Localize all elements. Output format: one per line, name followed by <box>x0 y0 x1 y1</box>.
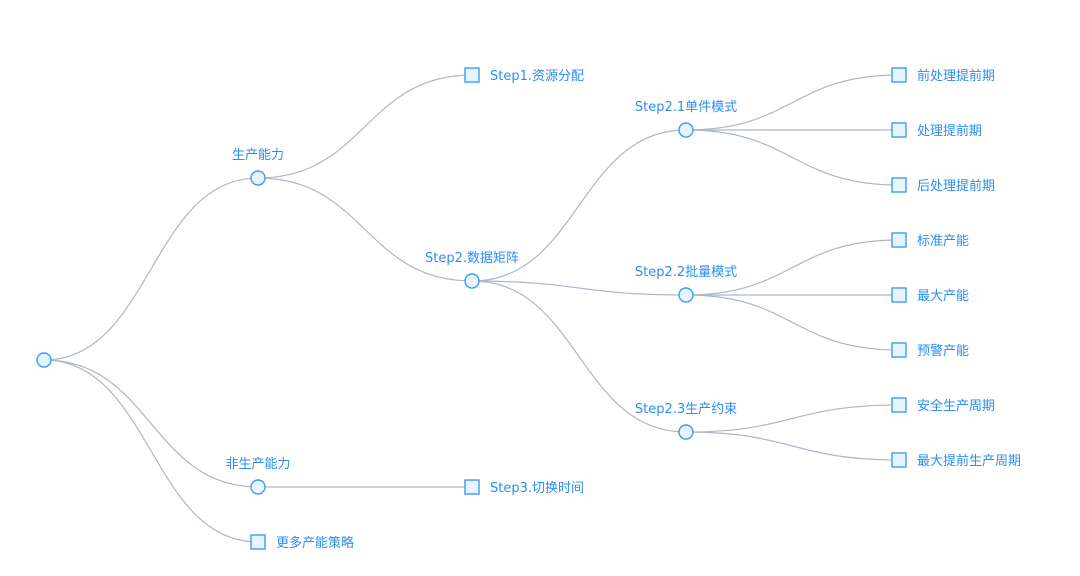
leaf-node[interactable]: 后处理提前期 <box>891 177 995 194</box>
leaf-node[interactable]: 处理提前期 <box>891 122 982 139</box>
leaf-square-icon[interactable] <box>891 287 907 303</box>
leaf-square-icon[interactable] <box>464 67 480 83</box>
leaf-square-icon[interactable] <box>891 452 907 468</box>
tree-link <box>471 280 687 296</box>
branch-node[interactable] <box>36 352 52 368</box>
node-label: Step1.资源分配 <box>490 69 584 84</box>
leaf-node[interactable]: 前处理提前期 <box>891 67 995 84</box>
node-label: 最大产能 <box>917 289 969 304</box>
leaf-square-icon[interactable] <box>891 232 907 248</box>
branch-node[interactable]: 生产能力 <box>232 148 284 186</box>
tree-link <box>257 177 473 282</box>
expand-circle-icon[interactable] <box>250 170 266 186</box>
branch-node[interactable]: 非生产能力 <box>225 457 291 495</box>
tree-link <box>257 74 473 179</box>
expand-circle-icon[interactable] <box>678 424 694 440</box>
tree-link <box>685 74 900 131</box>
node-label: Step3.切换时间 <box>490 481 584 496</box>
node-label: Step2.3生产约束 <box>635 402 737 417</box>
tree-link <box>685 129 900 186</box>
tree-link <box>43 177 259 361</box>
leaf-square-icon[interactable] <box>891 67 907 83</box>
tree-link <box>685 431 900 461</box>
node-label: 更多产能策略 <box>276 535 354 551</box>
tree-link <box>471 280 687 433</box>
leaf-node[interactable]: 安全生产周期 <box>891 397 995 414</box>
node-label: 标准产能 <box>917 234 969 249</box>
leaf-square-icon[interactable] <box>891 177 907 193</box>
expand-circle-icon[interactable] <box>464 273 480 289</box>
expand-circle-icon[interactable] <box>678 122 694 138</box>
node-label: Step2.2批量模式 <box>635 265 737 280</box>
node-label: 后处理提前期 <box>917 178 995 194</box>
branch-node[interactable]: Step2.数据矩阵 <box>425 251 519 289</box>
leaf-square-icon[interactable] <box>891 397 907 413</box>
expand-circle-icon[interactable] <box>250 479 266 495</box>
leaf-square-icon[interactable] <box>891 122 907 138</box>
tree-link <box>43 359 259 488</box>
node-label: 生产能力 <box>232 148 284 163</box>
leaf-square-icon[interactable] <box>250 534 266 550</box>
leaf-square-icon[interactable] <box>891 342 907 358</box>
leaf-square-icon[interactable] <box>464 479 480 495</box>
node-label: 前处理提前期 <box>917 68 995 84</box>
leaf-node[interactable]: 预警产能 <box>891 342 969 359</box>
leaf-node[interactable]: 更多产能策略 <box>250 534 354 551</box>
node-label: Step2.1单件模式 <box>635 100 737 115</box>
tree-link <box>471 129 687 282</box>
branch-node[interactable]: Step2.3生产约束 <box>635 402 737 440</box>
tree-link <box>685 239 900 296</box>
leaf-node[interactable]: Step3.切换时间 <box>464 479 584 496</box>
branch-node[interactable]: Step2.1单件模式 <box>635 100 737 138</box>
tree-link <box>685 294 900 351</box>
leaf-node[interactable]: Step1.资源分配 <box>464 67 584 84</box>
expand-circle-icon[interactable] <box>678 287 694 303</box>
node-label: 处理提前期 <box>917 123 982 139</box>
expand-circle-icon[interactable] <box>36 352 52 368</box>
leaf-node[interactable]: 标准产能 <box>891 232 969 249</box>
node-label: 最大提前生产周期 <box>917 453 1021 469</box>
node-label: 非生产能力 <box>225 457 290 472</box>
node-label: 安全生产周期 <box>917 398 995 414</box>
branch-node[interactable]: Step2.2批量模式 <box>635 265 737 303</box>
links <box>43 74 900 543</box>
node-label: 预警产能 <box>917 343 969 359</box>
tree-link <box>685 404 900 433</box>
leaf-node[interactable]: 最大提前生产周期 <box>891 452 1021 469</box>
tree-link <box>43 359 259 543</box>
node-label: Step2.数据矩阵 <box>425 251 519 266</box>
leaf-node[interactable]: 最大产能 <box>891 287 969 304</box>
